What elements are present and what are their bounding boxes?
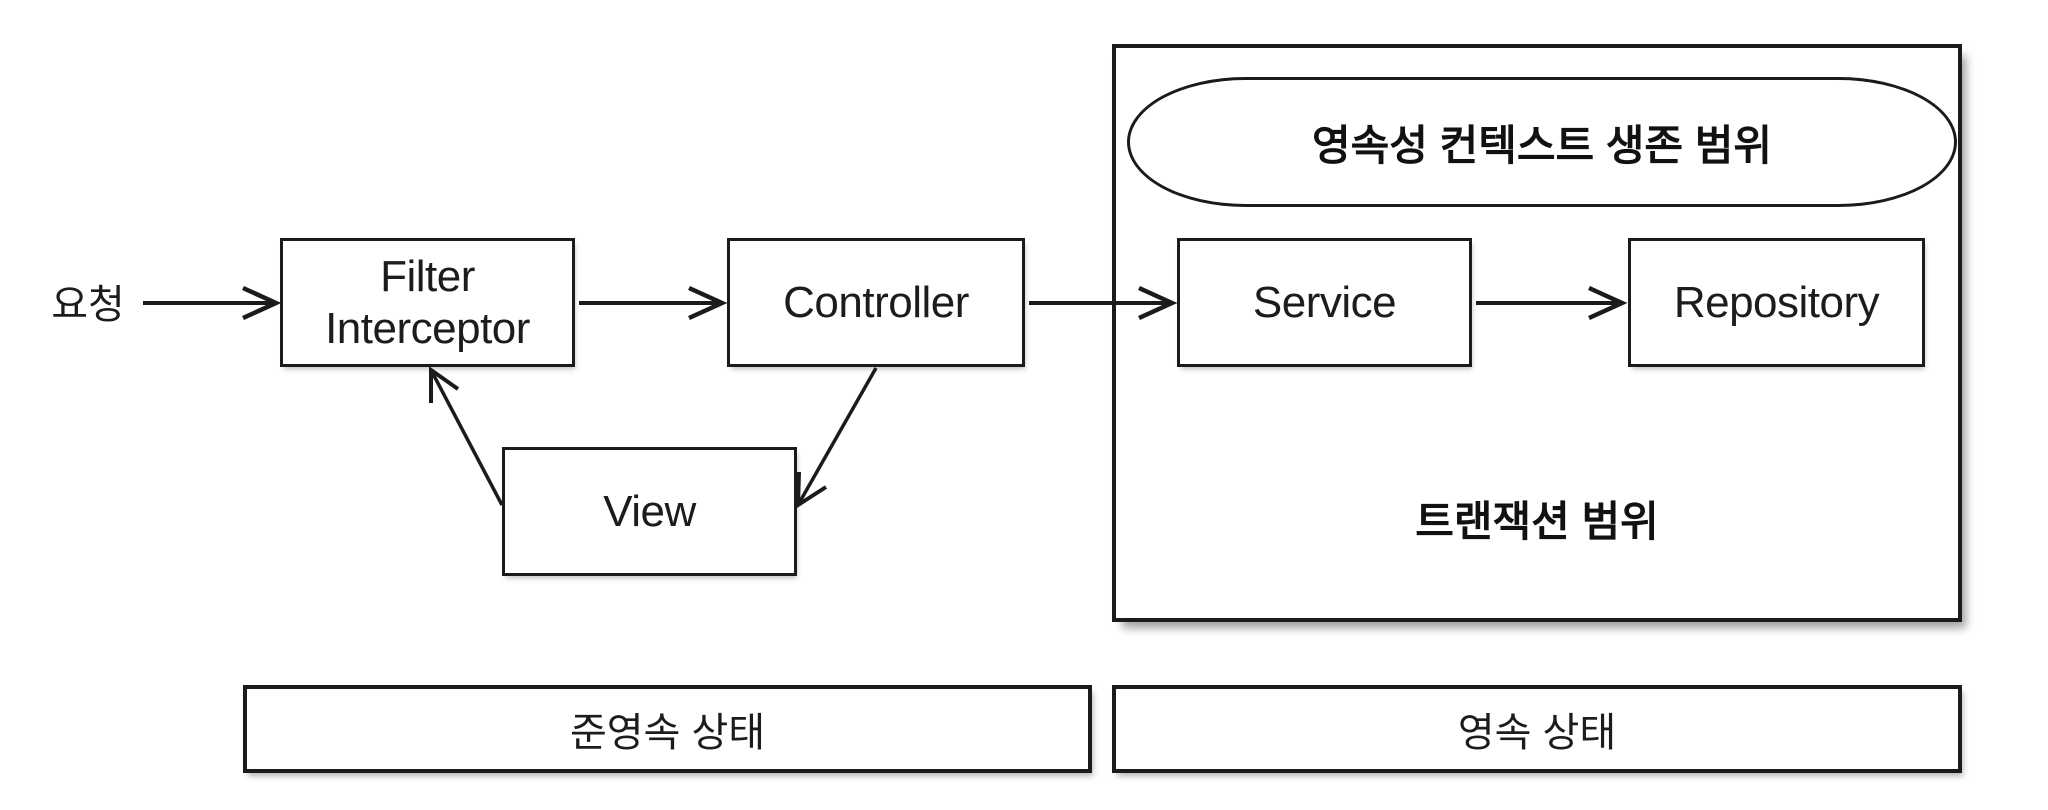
transaction-scope-label: 트랜잭션 범위 bbox=[1415, 498, 1659, 545]
persistence-context-scope-stadium: 영속성 컨텍스트 생존 범위 bbox=[1127, 77, 1957, 207]
controller-label: Controller bbox=[783, 277, 969, 327]
arrow-request-to-filter bbox=[143, 285, 282, 321]
persistence-context-scope-label: 영속성 컨텍스트 생존 범위 bbox=[1311, 121, 1773, 169]
view-label: View bbox=[603, 486, 696, 536]
request-label: 요청 bbox=[51, 283, 125, 327]
repository-label: Repository bbox=[1673, 277, 1880, 327]
node-service: Service bbox=[1177, 238, 1472, 367]
filter-label-line2: Interceptor bbox=[325, 303, 530, 353]
arrow-filter-to-controller bbox=[579, 285, 728, 321]
filter-label-line1: Filter bbox=[380, 251, 475, 301]
node-view: View bbox=[502, 447, 797, 576]
persistent-state-bar: 영속 상태 bbox=[1112, 685, 1962, 773]
detached-state-bar: 준영속 상태 bbox=[243, 685, 1092, 773]
node-filter-interceptor: Filter Interceptor bbox=[280, 238, 575, 367]
node-controller: Controller bbox=[727, 238, 1025, 367]
arrow-view-to-filter bbox=[429, 366, 504, 506]
service-label: Service bbox=[1252, 277, 1397, 327]
arrow-controller-to-view bbox=[795, 367, 878, 509]
node-repository: Repository bbox=[1628, 238, 1925, 367]
